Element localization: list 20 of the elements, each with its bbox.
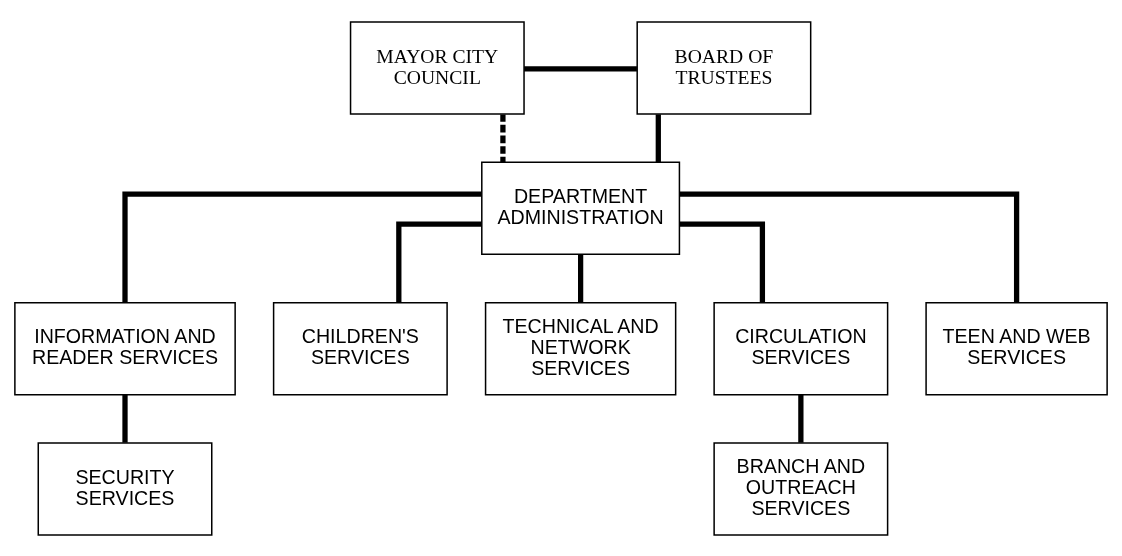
connector [679, 221, 766, 302]
connector [679, 190, 1020, 302]
connector [122, 394, 128, 443]
connector [500, 113, 506, 162]
node-box: INFORMATION AND READER SERVICES [14, 301, 236, 395]
node-box: SECURITY SERVICES [37, 441, 213, 536]
node-box: MAYOR CITY COUNCIL [349, 20, 525, 115]
node-box: DEPARTMENT ADMINISTRATION [481, 161, 681, 255]
node-box: CIRCULATION SERVICES [713, 301, 889, 395]
connector [577, 254, 584, 302]
connector [396, 221, 482, 302]
node-box: BRANCH AND OUTREACH SERVICES [713, 441, 889, 536]
node-box: TECHNICAL AND NETWORK SERVICES [484, 301, 677, 395]
node-box: TEEN AND WEB SERVICES [925, 301, 1108, 395]
connector [655, 113, 661, 162]
connector [524, 65, 637, 71]
connector [122, 190, 482, 302]
connector [798, 394, 804, 443]
node-box: BOARD OF TRUSTEES [636, 20, 812, 115]
node-box: CHILDREN'S SERVICES [272, 301, 448, 395]
